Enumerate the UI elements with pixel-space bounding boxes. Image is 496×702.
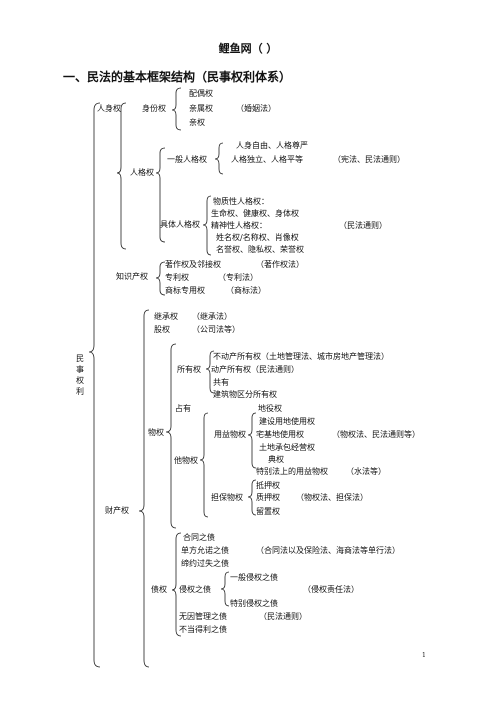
property-rights-label: 财产权 (105, 506, 129, 515)
ownership-item: 动产所有权（民法通则） (211, 365, 299, 374)
personal-rights-brace (116, 102, 127, 250)
specific-personality-item: 物质性人格权： (213, 197, 269, 206)
usufruct-brace (247, 412, 257, 469)
security-brace (247, 479, 257, 516)
specific-personality-item: 精神性人格权： (211, 221, 267, 230)
ip-label: 知识产权 (116, 272, 148, 281)
obligation-item: 无因管理之债 (179, 612, 227, 621)
obligation-item: 不当得利之债 (179, 625, 227, 634)
ip-note: （专利法） (218, 273, 258, 282)
general-personality-item: 人格独立、人格平等 (231, 155, 303, 164)
obligations-label: 债权 (151, 585, 167, 594)
identity-brace (171, 87, 182, 131)
specific-personality-brace (202, 195, 212, 256)
general-personality-item: 人身自由、人格尊严 (236, 141, 308, 150)
security-item: 抵押权 (256, 481, 280, 490)
real-rights-brace (165, 343, 177, 529)
identity-item: 配偶权 (189, 89, 213, 98)
ownership-item: 建筑物区分所有权 (213, 390, 277, 399)
tort-brace (220, 571, 230, 607)
usufruct-note: （物权法、民法通则等） (332, 430, 420, 439)
inheritance-label: 继承权 (154, 312, 178, 321)
inheritance-note: （继承法） (192, 312, 232, 321)
root-brace (88, 102, 101, 668)
specific-personality-label: 具体人格权 (160, 220, 200, 229)
page-number: 1 (422, 652, 426, 659)
identity-label: 身份权 (142, 104, 166, 113)
tort-note: （侵权责任法） (303, 585, 359, 594)
servitude-label: 地役权 (258, 404, 282, 413)
ownership-label: 所有权 (177, 365, 201, 374)
obligations-brace (171, 532, 182, 637)
identity-item: 亲属权 (189, 104, 213, 113)
limited-rights-label: 他物权 (174, 456, 198, 465)
personality-brace (155, 147, 166, 243)
root-label: 民事权利 (76, 354, 84, 396)
general-personality-label: 一般人格权 (167, 155, 207, 164)
tort-item: 一般侵权之债 (230, 573, 278, 582)
obligation-item: 合同之债 (183, 533, 215, 542)
identity-note: （婚姻法） (236, 104, 276, 113)
limited-rights-brace (199, 412, 209, 518)
tort-label: 侵权之债 (179, 585, 211, 594)
ownership-item: 共有 (213, 378, 229, 387)
security-item: 留置权 (256, 507, 280, 516)
general-personality-note: （宪法、民法通则） (333, 155, 405, 164)
ip-note: （著作权法） (256, 260, 304, 269)
specific-personality-item: 生命权、健康权、身体权 (211, 209, 299, 218)
real-rights-label: 物权 (148, 428, 164, 437)
usufruct-label: 用益物权 (214, 430, 246, 439)
personal-rights-label: 人身权 (97, 104, 121, 113)
others-note: （民法通则） (259, 612, 307, 621)
usufruct-item: 特别法上的用益物权 (256, 467, 328, 476)
general-personality-brace (214, 142, 224, 175)
obligation-item: 缔约过失之债 (181, 559, 229, 568)
equity-label: 股权 (154, 325, 170, 334)
personality-label: 人格权 (130, 168, 154, 177)
usufruct-item: 典权 (268, 455, 284, 464)
specific-personality-item: 名誉权、隐私权、荣誉权 (216, 245, 304, 254)
security-note: （物权法、担保法） (296, 493, 368, 502)
usufruct-item: 宅基地使用权 (256, 430, 304, 439)
identity-item: 亲权 (189, 118, 205, 127)
usufruct-item: 土地承包经营权 (259, 443, 315, 452)
security-label: 担保物权 (211, 493, 243, 502)
tort-item: 特别侵权之债 (230, 599, 278, 608)
usufruct-item: 建设用地使用权 (259, 417, 315, 426)
usufruct-note: （水法等） (346, 467, 386, 476)
security-item: 质押权 (256, 493, 280, 502)
specific-personality-item: 姓名权/名称权、肖像权 (216, 233, 299, 242)
specific-personality-note: （民法通则） (339, 221, 387, 230)
ip-brace (155, 261, 166, 296)
property-rights-brace (138, 309, 150, 668)
ownership-brace (205, 350, 215, 394)
unilateral-note: （合同法以及保险法、海商法等单行法） (256, 546, 400, 555)
obligation-item: 单方允诺之债 (181, 546, 229, 555)
ip-item: 商标专用权 (165, 286, 205, 295)
equity-note: （公司法等） (192, 325, 240, 334)
site-title: 鲤鱼网（ ） (218, 42, 278, 55)
section-heading: 一、民法的基本框架结构（民事权利体系） (63, 70, 292, 84)
ip-item: 专利权 (165, 273, 189, 282)
ownership-item: 不动产所有权（土地管理法、城市房地产管理法） (213, 352, 389, 361)
possession-label: 占有 (175, 404, 191, 413)
ip-item: 著作权及邻接权 (165, 260, 221, 269)
ip-note: （商标法） (226, 286, 266, 295)
